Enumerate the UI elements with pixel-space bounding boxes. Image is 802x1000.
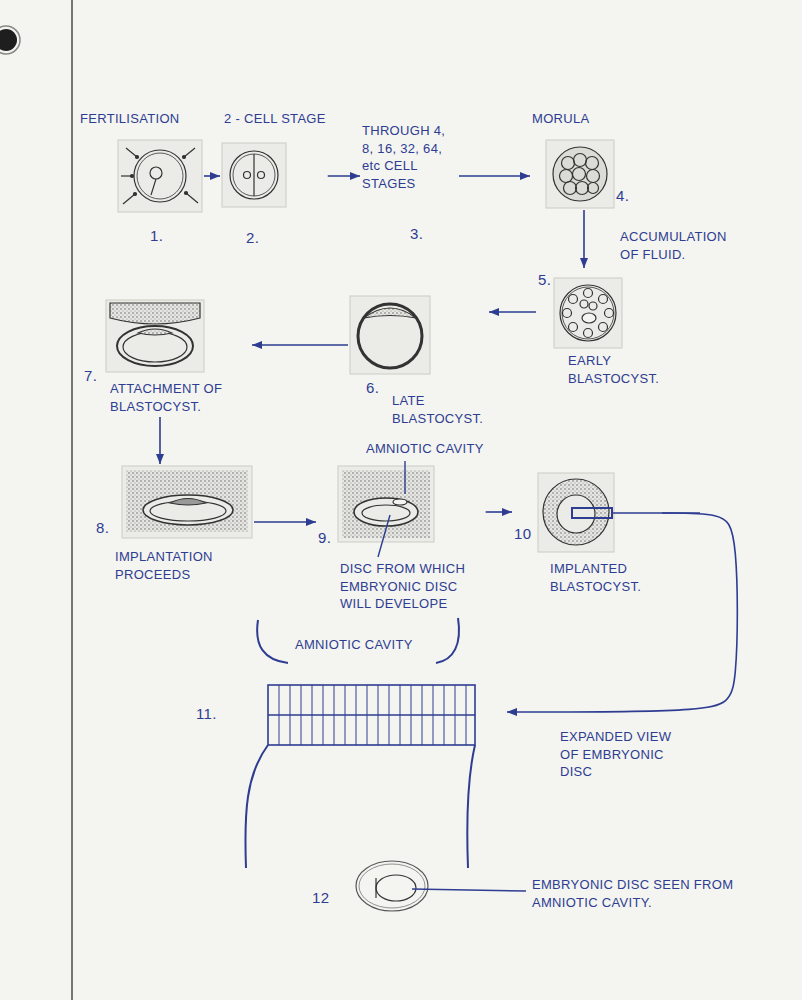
binder-hole: [0, 29, 17, 51]
arrow-connector: [204, 175, 220, 177]
implantation-figure: [122, 466, 252, 538]
callout-number: 3.: [410, 224, 423, 244]
stage-label: ATTACHMENT OF BLASTOCYST.: [110, 380, 250, 415]
attachment-figure: [106, 300, 204, 372]
callout-number: 4.: [616, 186, 629, 206]
stage-node: 2 - CELL STAGE 2.: [220, 108, 328, 250]
stage-label: 2 - CELL STAGE: [224, 110, 326, 128]
edge-label: EXPANDED VIEW OF EMBRYONIC DISC: [560, 728, 690, 781]
arrow-connector: [252, 344, 348, 346]
two-cell-figure: [222, 143, 286, 207]
callout-number: 5.: [538, 270, 551, 290]
arrow-connector: [159, 417, 161, 464]
leader-line: [404, 461, 405, 494]
arrow-connector: [328, 175, 360, 177]
callout-number: 9.: [318, 528, 331, 548]
callout-number: 10: [514, 524, 531, 544]
binder-ring: [0, 26, 20, 54]
arrow-connector: [254, 521, 316, 523]
stage-label: IMPLANTATION PROCEEDS: [115, 548, 245, 583]
stage-label: AMNIOTIC CAVITY: [366, 440, 484, 458]
stage-node: 5. EARLY BLASTOCYST.: [536, 268, 670, 389]
callout-number: 11.: [196, 704, 217, 724]
stage-label: EMBRYONIC DISC SEEN FROM AMNIOTIC CAVITY…: [532, 876, 747, 911]
fertilisation-figure: [118, 140, 202, 212]
late-blastocyst-figure: [350, 296, 430, 374]
stage-label: AMNIOTIC CAVITY: [295, 636, 413, 654]
margin-line: [71, 0, 73, 1000]
stage-node: 12 EMBRYONIC DISC SEEN FROM AMNIOTIC CAVI…: [310, 856, 749, 916]
stage-node: 10IMPLANTED BLASTOCYST.: [512, 471, 662, 597]
stage-label: THROUGH 4, 8, 16, 32, 64, etc CELL STAGE…: [362, 122, 457, 192]
stage-node: 7. ATTACHMENT OF BLASTOCYST.: [82, 298, 252, 417]
embryonic-disc-figure: [356, 861, 428, 911]
stage-label: IMPLANTED BLASTOCYST.: [550, 560, 660, 595]
stage-node: THROUGH 4, 8, 16, 32, 64, etc CELL STAGE…: [360, 120, 459, 246]
stage-label: MORULA: [532, 110, 589, 128]
callout-number: 2.: [246, 228, 259, 248]
stage-node: AMNIOTIC CAVITY 11.: [188, 618, 507, 872]
leader-line: [412, 889, 526, 891]
callout-number: 12: [312, 888, 329, 908]
arrow-connector: [459, 175, 530, 177]
stage-label: EARLY BLASTOCYST.: [568, 352, 668, 387]
stage-label: LATE BLASTOCYST.: [392, 392, 487, 427]
callout-number: 8.: [96, 518, 109, 538]
morula-figure: [546, 140, 614, 208]
stage-node: MORULA 4.: [530, 108, 631, 210]
callout-number: 1.: [150, 226, 163, 246]
stage-node: 8. IMPLANTATION PROCEEDS: [94, 464, 254, 585]
early-blastocyst-figure: [554, 278, 622, 348]
leader-line: [378, 515, 390, 557]
callout-number: 7.: [84, 366, 97, 386]
stage-label: FERTILISATION: [80, 110, 180, 128]
edge-label: ACCUMULATION OF FLUID.: [620, 228, 745, 263]
stage-node: FERTILISATION 1.: [78, 108, 204, 248]
stage-label: DISC FROM WHICH EMBRYONIC DISC WILL DEVE…: [340, 560, 470, 613]
arrow-connector: [507, 513, 737, 712]
stage-node: AMNIOTIC CAVITY 9. DISC FROM WHICH EMBRYON…: [316, 438, 486, 615]
arrow-connector: [486, 511, 512, 513]
arrow-connector: [583, 210, 585, 268]
expanded-disc-figure: [245, 618, 475, 868]
stage-node: 6. LATE BLASTOCYST.: [348, 294, 489, 429]
callout-number: 6.: [366, 378, 379, 398]
arrow-connector: [489, 311, 536, 313]
